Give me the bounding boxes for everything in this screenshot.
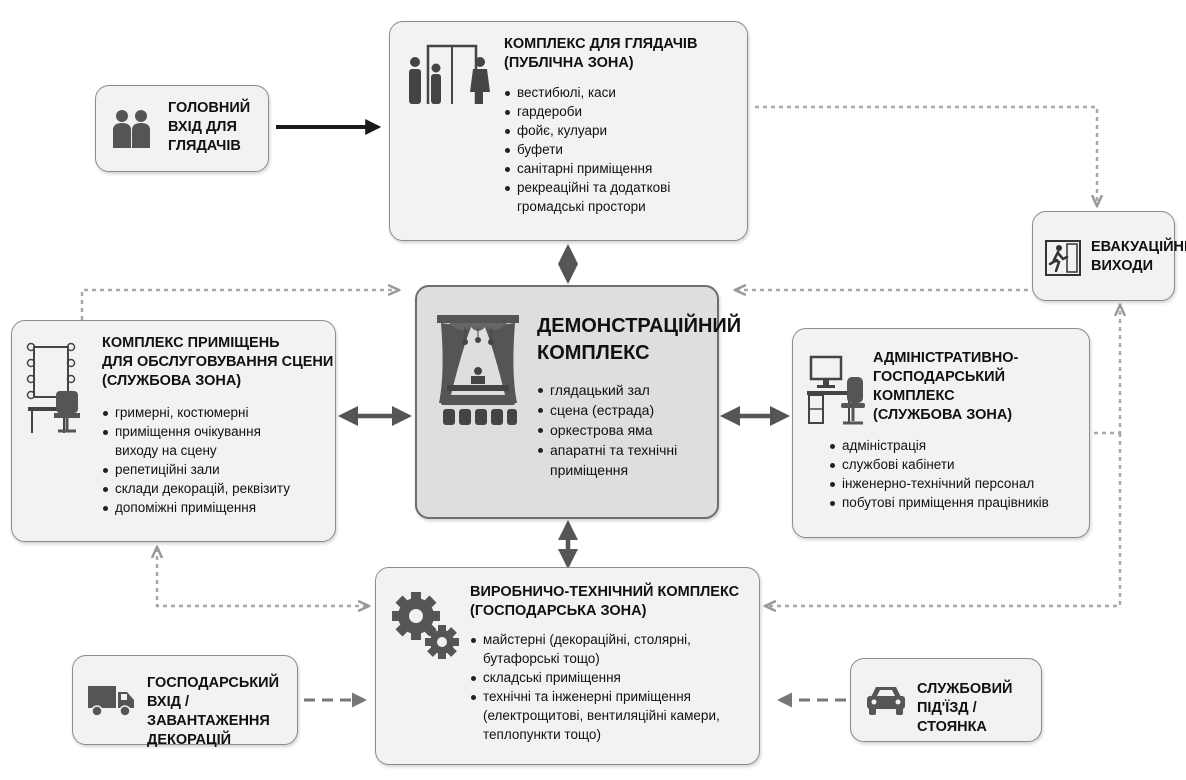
people-doorway-icon — [409, 44, 490, 104]
audience-complex-box: КОМПЛЕКС ДЛЯ ГЛЯДАЧІВ(ПУБЛІЧНА ЗОНА) вес… — [389, 21, 748, 241]
list-item: буфети — [504, 140, 740, 159]
list-item: фойє, кулуари — [504, 121, 740, 140]
dotted-admin-production-exits — [1094, 306, 1120, 435]
list-item: майстерні (декораційні, столярні, бутафо… — [470, 630, 740, 668]
audience-complex-list: вестибюлі, каси гардероби фойє, кулуари … — [504, 83, 740, 216]
list-item: санітарні приміщення — [504, 159, 740, 178]
audience-complex-title: КОМПЛЕКС ДЛЯ ГЛЯДАЧІВ(ПУБЛІЧНА ЗОНА) — [504, 36, 698, 71]
people-icon — [113, 110, 150, 148]
production-complex-title: ВИРОБНИЧО-ТЕХНІЧНИЙ КОМПЛЕКС(ГОСПОДАРСЬК… — [470, 584, 740, 619]
list-item: побутові приміщення працівників — [829, 493, 1089, 512]
list-item: складські приміщення — [470, 668, 740, 687]
dotted-stage-production — [157, 548, 368, 606]
office-desk-icon — [807, 355, 865, 425]
stage-service-complex-list: гримерні, костюмерні приміщення очікуван… — [102, 403, 290, 517]
list-item: апаратні та технічні приміщення — [537, 440, 717, 480]
list-item: гримерні, костюмерні — [102, 403, 277, 422]
truck-icon — [88, 686, 134, 717]
list-item: репетиційні зали — [102, 460, 277, 479]
dotted-audience-to-exits — [755, 105, 1097, 205]
list-item: інженерно-технічний персонал — [829, 474, 1089, 493]
theater-stage-icon — [437, 315, 519, 425]
list-item: приміщення очікування виходу на сцену — [102, 422, 277, 460]
list-item: оркестрова яма — [537, 420, 717, 440]
gears-icon — [392, 592, 459, 659]
production-complex-list: майстерні (декораційні, столярні, бутафо… — [470, 630, 740, 744]
admin-complex-title: АДМІНІСТРАТИВНО-ГОСПОДАРСЬКИЙ КОМПЛЕКС(С… — [873, 350, 1019, 423]
makeup-mirror-icon — [26, 342, 80, 433]
dotted-stage-to-demo — [80, 290, 398, 320]
dotted-to-production — [766, 433, 1122, 606]
car-icon — [867, 687, 905, 715]
list-item: адміністрація — [829, 436, 1089, 455]
list-item: технічні та інженерні приміщення (електр… — [470, 687, 740, 744]
list-item: службові кабінети — [829, 455, 1089, 474]
admin-complex-box: АДМІНІСТРАТИВНО-ГОСПОДАРСЬКИЙ КОМПЛЕКС(С… — [792, 328, 1090, 538]
list-item: глядацький зал — [537, 380, 717, 400]
list-item: гардероби — [504, 102, 740, 121]
production-complex-box: ВИРОБНИЧО-ТЕХНІЧНИЙ КОМПЛЕКС(ГОСПОДАРСЬК… — [375, 567, 760, 765]
demonstration-complex-list: глядацький зал сцена (естрада) оркестров… — [537, 380, 717, 480]
list-item: допоміжні приміщення — [102, 498, 277, 517]
emergency-exit-icon — [1045, 240, 1081, 276]
admin-complex-list: адміністрація службові кабінети інженерн… — [829, 436, 1089, 512]
list-item: рекреаційні та додаткові громадські прос… — [504, 178, 740, 216]
list-item: сцена (естрада) — [537, 400, 717, 420]
list-item: склади декорацій, реквізиту — [102, 479, 290, 498]
list-item: вестибюлі, каси — [504, 83, 740, 102]
